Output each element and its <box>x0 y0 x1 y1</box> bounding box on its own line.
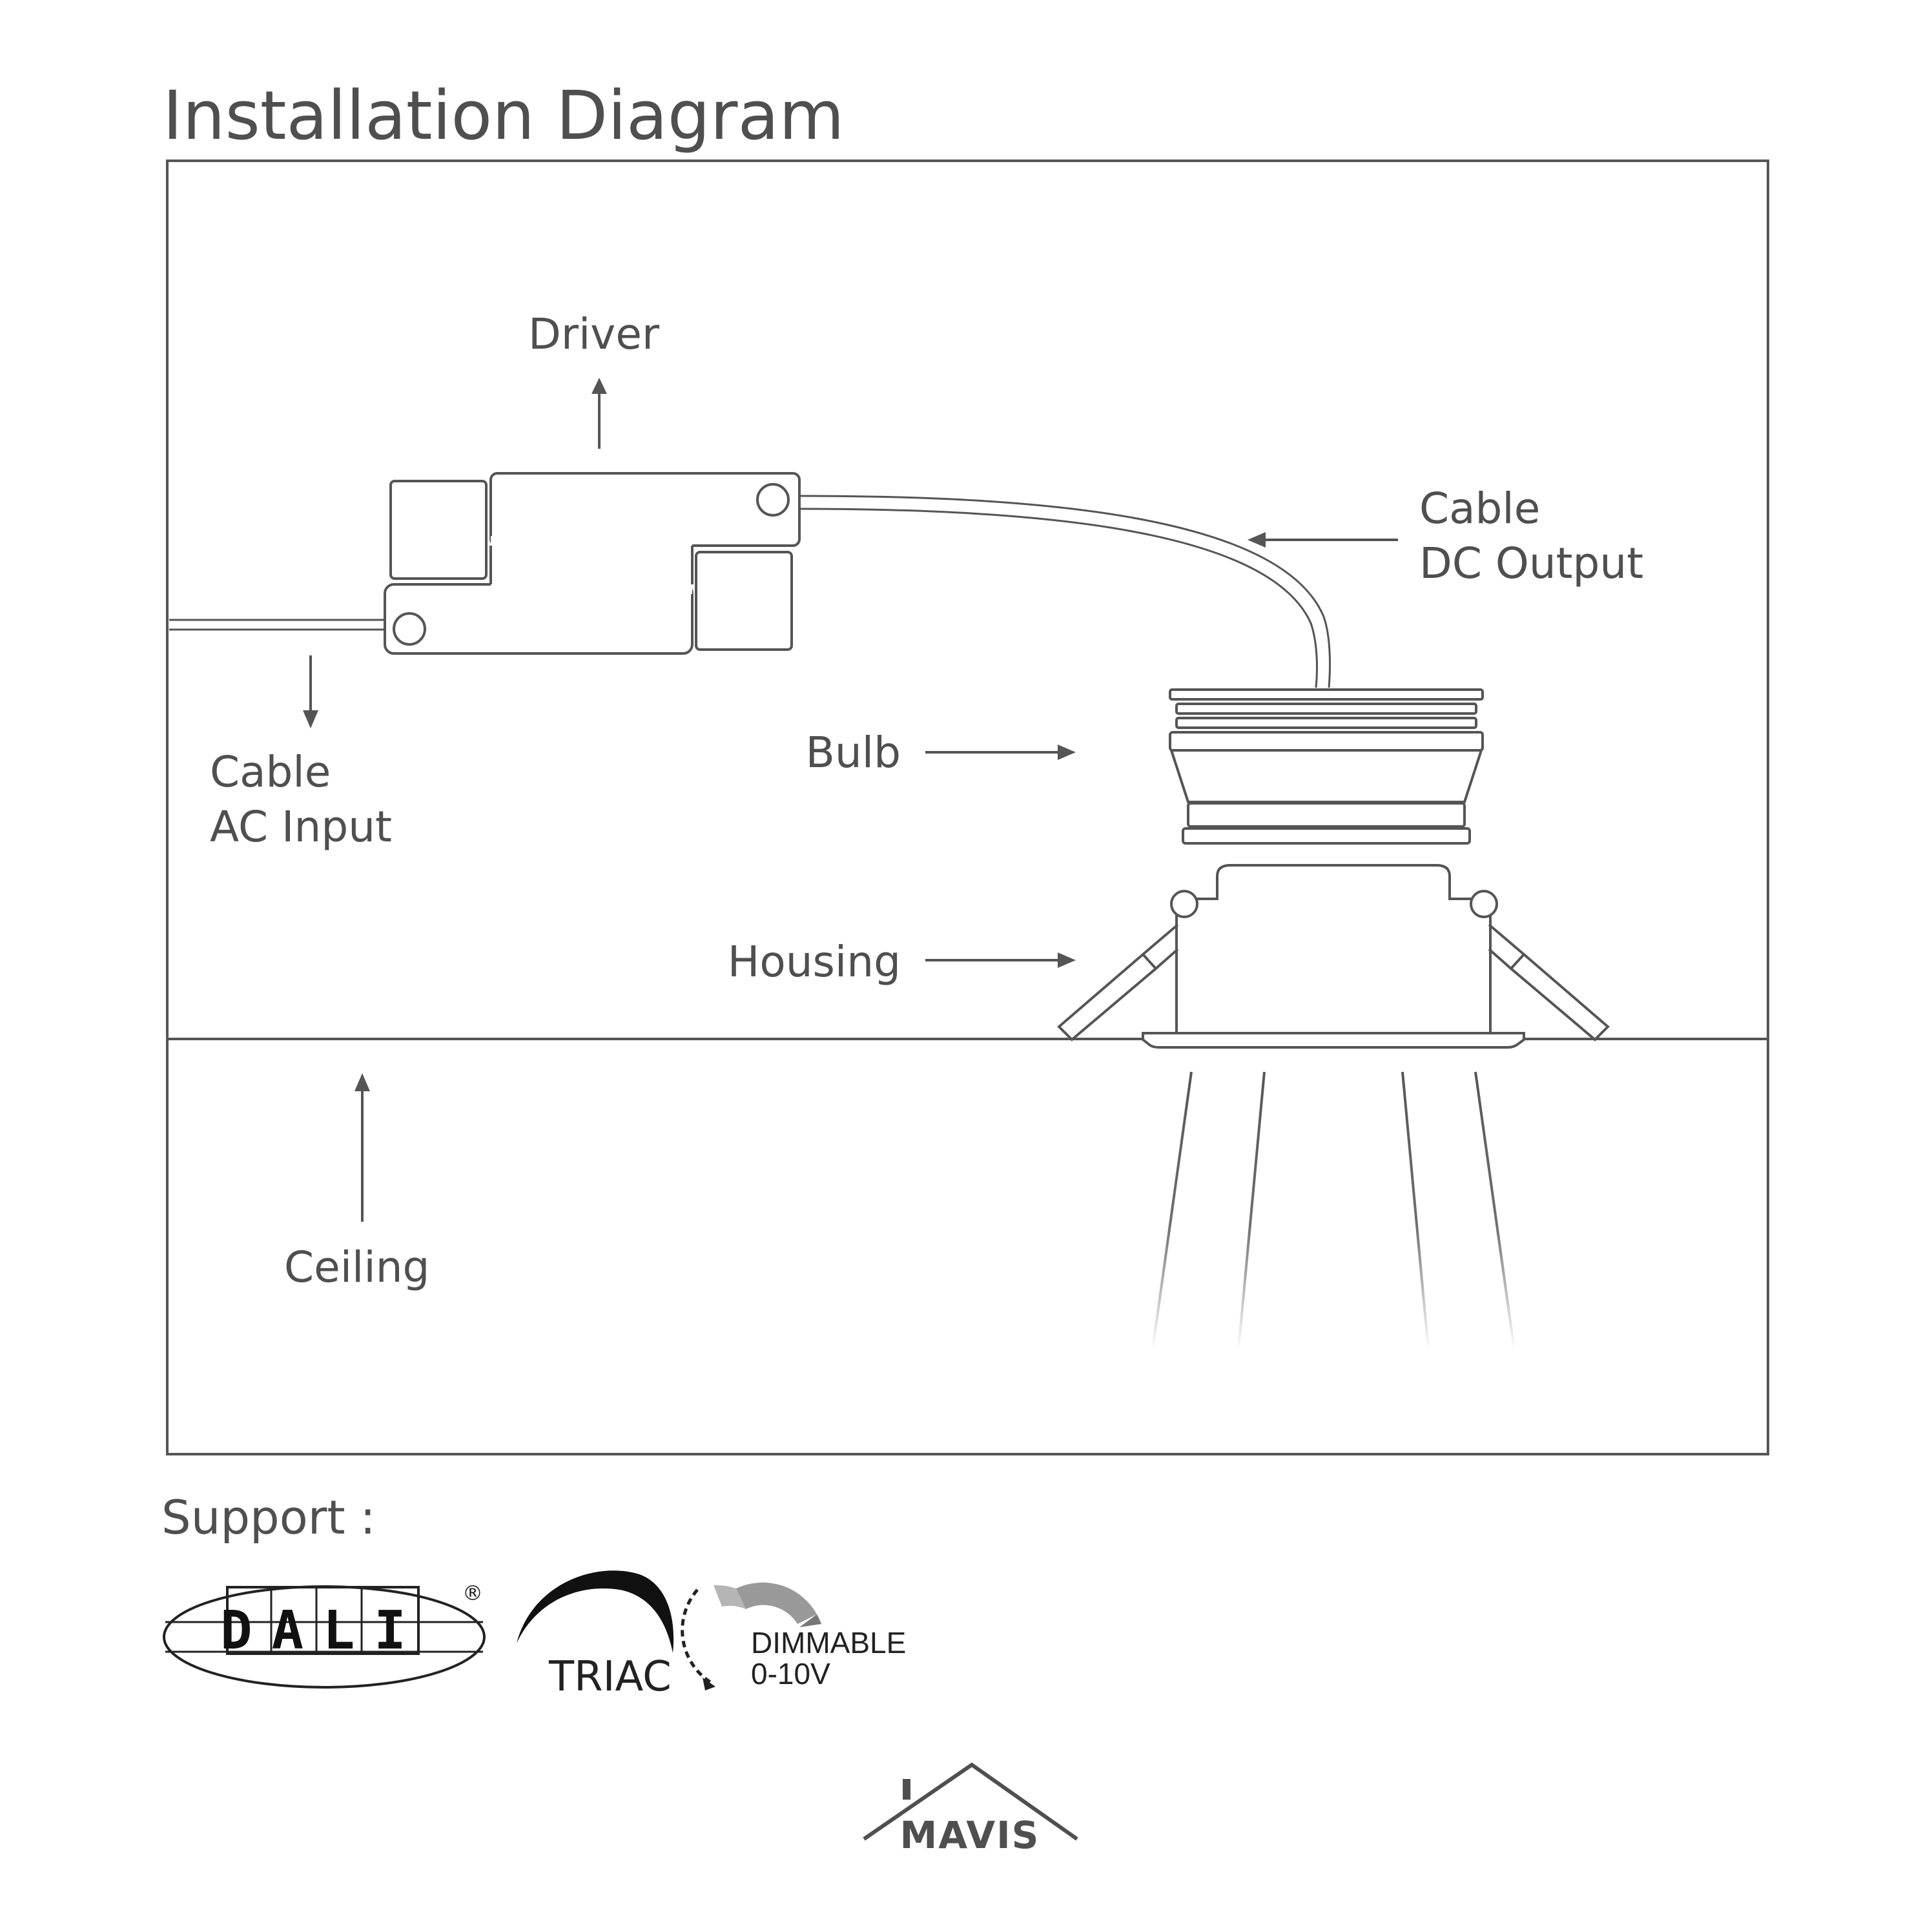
triac-logo: TRIAC <box>517 1570 674 1701</box>
dimmable-0-10v-logo: DIMMABLE 0-10V <box>681 1582 906 1690</box>
diagram-frame <box>166 159 1769 1455</box>
driver-box <box>384 472 801 655</box>
dimmable-line1: DIMMABLE <box>751 1626 906 1660</box>
label-cable-dc-line1: Cable <box>1419 484 1540 533</box>
label-driver: Driver <box>528 309 660 359</box>
registered-mark: ® <box>462 1581 483 1605</box>
dimmable-line2: 0-10V <box>751 1657 830 1690</box>
dc-output-arrow <box>1248 532 1398 548</box>
light-beams <box>1151 1071 1516 1350</box>
dali-wordmark: DALI <box>220 1600 425 1661</box>
dali-logo: DALI ® <box>163 1581 486 1689</box>
page-title: Installation Diagram <box>163 76 845 155</box>
triac-wordmark: TRIAC <box>548 1653 672 1701</box>
housing-illustration <box>1057 864 1610 1049</box>
label-bulb: Bulb <box>806 728 901 777</box>
driver-arrow <box>591 378 607 449</box>
mavis-brand-logo: MAVIS <box>863 1762 1078 1857</box>
housing-arrow <box>925 952 1076 968</box>
support-heading: Support : <box>161 1490 376 1545</box>
label-ceiling: Ceiling <box>284 1242 429 1292</box>
brand-name: MAVIS <box>900 1813 1040 1857</box>
dc-output-cable <box>799 495 1331 688</box>
label-cable-ac-line2: AC Input <box>210 802 392 852</box>
bulb-arrow <box>925 745 1076 760</box>
ceiling-arrow <box>355 1073 370 1222</box>
ac-input-cable <box>169 619 385 631</box>
bulb-illustration <box>1169 688 1484 845</box>
chimney-icon <box>903 1779 910 1800</box>
house-roof-icon <box>863 1762 1078 1841</box>
label-cable-dc-line2: DC Output <box>1419 539 1643 588</box>
label-cable-ac-line1: Cable <box>210 747 331 797</box>
label-housing: Housing <box>728 937 901 987</box>
ac-input-arrow <box>303 655 318 728</box>
